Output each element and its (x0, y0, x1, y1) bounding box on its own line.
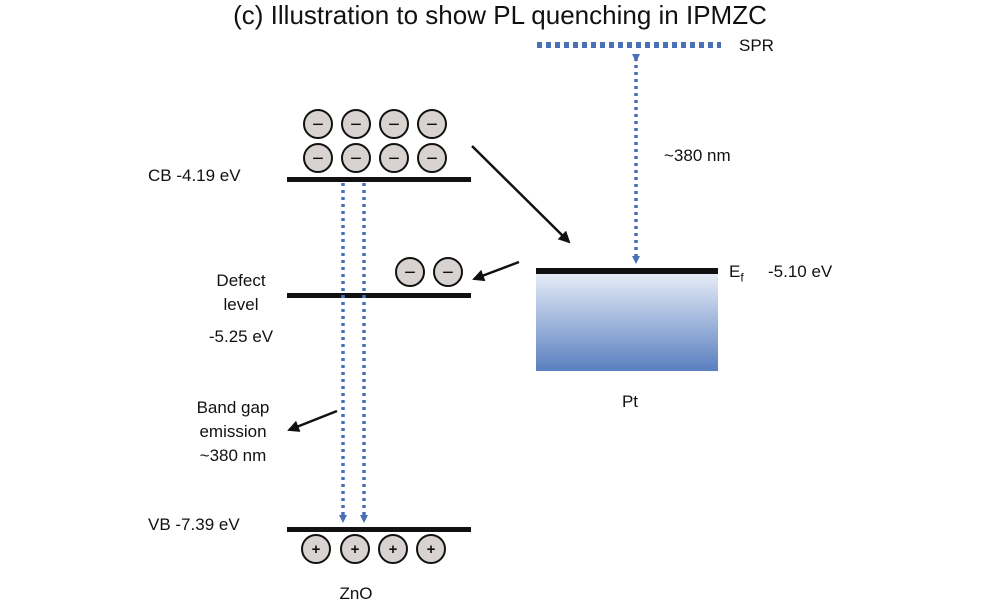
pt-metal-block (536, 273, 718, 371)
cb-to-pt-transfer-arrow (471, 145, 571, 244)
defect-electrons (395, 257, 463, 287)
cb-electrons (303, 109, 447, 173)
electron-sign: − (388, 114, 400, 136)
hole (378, 534, 408, 564)
fermi-level-label: Ef (729, 262, 744, 287)
electron-sign: − (426, 114, 438, 136)
spr-wavelength-label: ~380 nm (664, 146, 731, 165)
cb-label: CB -4.19 eV (148, 166, 241, 185)
electron-sign: − (404, 262, 416, 284)
defect-label-line2: level (223, 295, 259, 314)
electron (417, 109, 447, 139)
charge-symbols: − − − − − − − − − − (312, 114, 454, 284)
diagram-title: (c) Illustration to show PL quenching in… (233, 0, 767, 30)
electron-sign: − (312, 114, 324, 136)
fermi-subscript: f (740, 270, 744, 285)
electron (379, 143, 409, 173)
vb-level-line (287, 527, 471, 532)
vb-holes (301, 534, 446, 564)
electron-sign: − (426, 148, 438, 170)
electron (379, 109, 409, 139)
electron (303, 109, 333, 139)
electron-sign: − (350, 148, 362, 170)
vb-label: VB -7.39 eV (148, 515, 240, 534)
band-gap-label-line3: ~380 nm (199, 446, 267, 465)
zno-label: ZnO (339, 584, 373, 603)
hole (301, 534, 331, 564)
fermi-energy-label: -5.10 eV (768, 262, 833, 281)
defect-level-line (287, 293, 471, 298)
electron (303, 143, 333, 173)
spr-label: SPR (739, 36, 774, 55)
fermi-symbol: E (729, 262, 741, 281)
electron-sign: − (442, 262, 454, 284)
electron (433, 257, 463, 287)
defect-label-line1: Defect (216, 271, 266, 290)
hole-sign: + (427, 541, 436, 558)
pt-label: Pt (621, 392, 639, 411)
hole (340, 534, 370, 564)
emission-pointer-arrow (287, 409, 338, 432)
fermi-level-line (536, 268, 718, 274)
hole-sign: + (389, 541, 398, 558)
electron-sign: − (312, 148, 324, 170)
hole (416, 534, 446, 564)
electron (395, 257, 425, 287)
electron-sign: − (350, 114, 362, 136)
electron (417, 143, 447, 173)
defect-energy-label: -5.25 eV (208, 327, 274, 346)
hole-sign: + (351, 541, 360, 558)
electron (341, 109, 371, 139)
hole-sign: + (312, 541, 321, 558)
pt-to-defect-transfer-arrow (472, 260, 520, 282)
electron-sign: − (388, 148, 400, 170)
band-gap-label-line2: emission (199, 422, 267, 441)
band-gap-label-line1: Band gap (196, 398, 270, 417)
cb-level-line (287, 177, 471, 182)
electron (341, 143, 371, 173)
hole-symbols: + + + + (312, 541, 436, 558)
